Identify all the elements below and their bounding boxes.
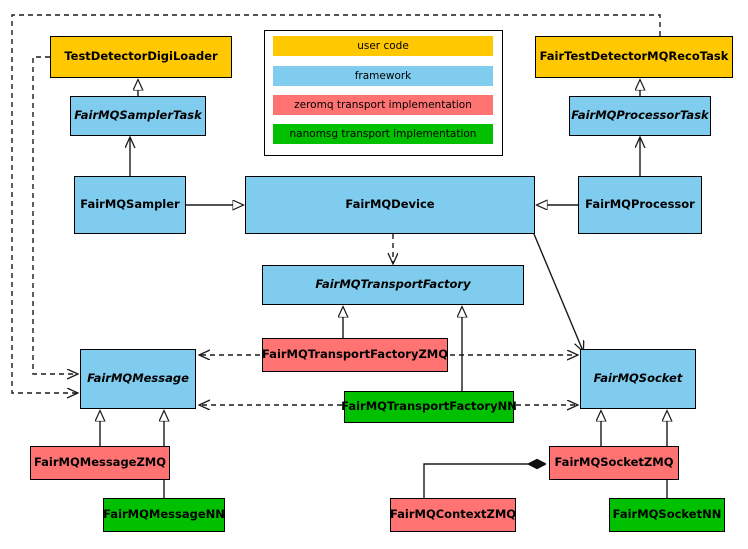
edge-device-to-socket — [533, 233, 583, 351]
class-node-fairmqtransportfactory[interactable]: FairMQTransportFactory — [262, 265, 524, 305]
edge-recotask-to-message — [11, 14, 661, 393]
class-node-fairmqsocketzmq[interactable]: FairMQSocketZMQ — [549, 446, 679, 480]
class-node-fairmqprocessor[interactable]: FairMQProcessor — [578, 176, 702, 234]
class-node-fairmqsocketnn[interactable]: FairMQSocketNN — [609, 498, 725, 532]
legend-item-nanomsg: nanomsg transport implementation — [273, 124, 493, 144]
legend-item-framework: framework — [273, 66, 493, 86]
class-node-fairmqmessage[interactable]: FairMQMessage — [80, 349, 196, 409]
class-node-fairmqmessagenn[interactable]: FairMQMessageNN — [103, 498, 225, 532]
class-node-fairmqtransportfactorynn[interactable]: FairMQTransportFactoryNN — [341, 391, 517, 423]
legend-item-user-code: user code — [273, 36, 493, 56]
class-node-fairmqdevice[interactable]: FairMQDevice — [245, 176, 535, 234]
class-node-fairtestdetectormqrecotask[interactable]: FairTestDetectorMQRecoTask — [535, 36, 733, 78]
class-node-fairmqsocket[interactable]: FairMQSocket — [580, 349, 696, 409]
edge-contextzmq-to-socketzmq — [423, 464, 529, 498]
class-node-fairmqsampler[interactable]: FairMQSampler — [74, 176, 186, 234]
class-node-fairmqcontextzmq[interactable]: FairMQContextZMQ — [390, 498, 516, 532]
class-node-fairmqtransportfactoryzmq[interactable]: FairMQTransportFactoryZMQ — [262, 338, 448, 372]
class-node-fairmqprocessortask[interactable]: FairMQProcessorTask — [569, 96, 711, 136]
class-node-fairmqsamplertask[interactable]: FairMQSamplerTask — [70, 96, 206, 136]
legend-item-zeromq: zeromq transport implementation — [273, 95, 493, 115]
class-node-fairmqmessagezmq[interactable]: FairMQMessageZMQ — [30, 446, 170, 480]
edge-digiloader-to-message — [32, 56, 77, 374]
class-node-testdetectordigiloader[interactable]: TestDetectorDigiLoader — [50, 36, 232, 78]
